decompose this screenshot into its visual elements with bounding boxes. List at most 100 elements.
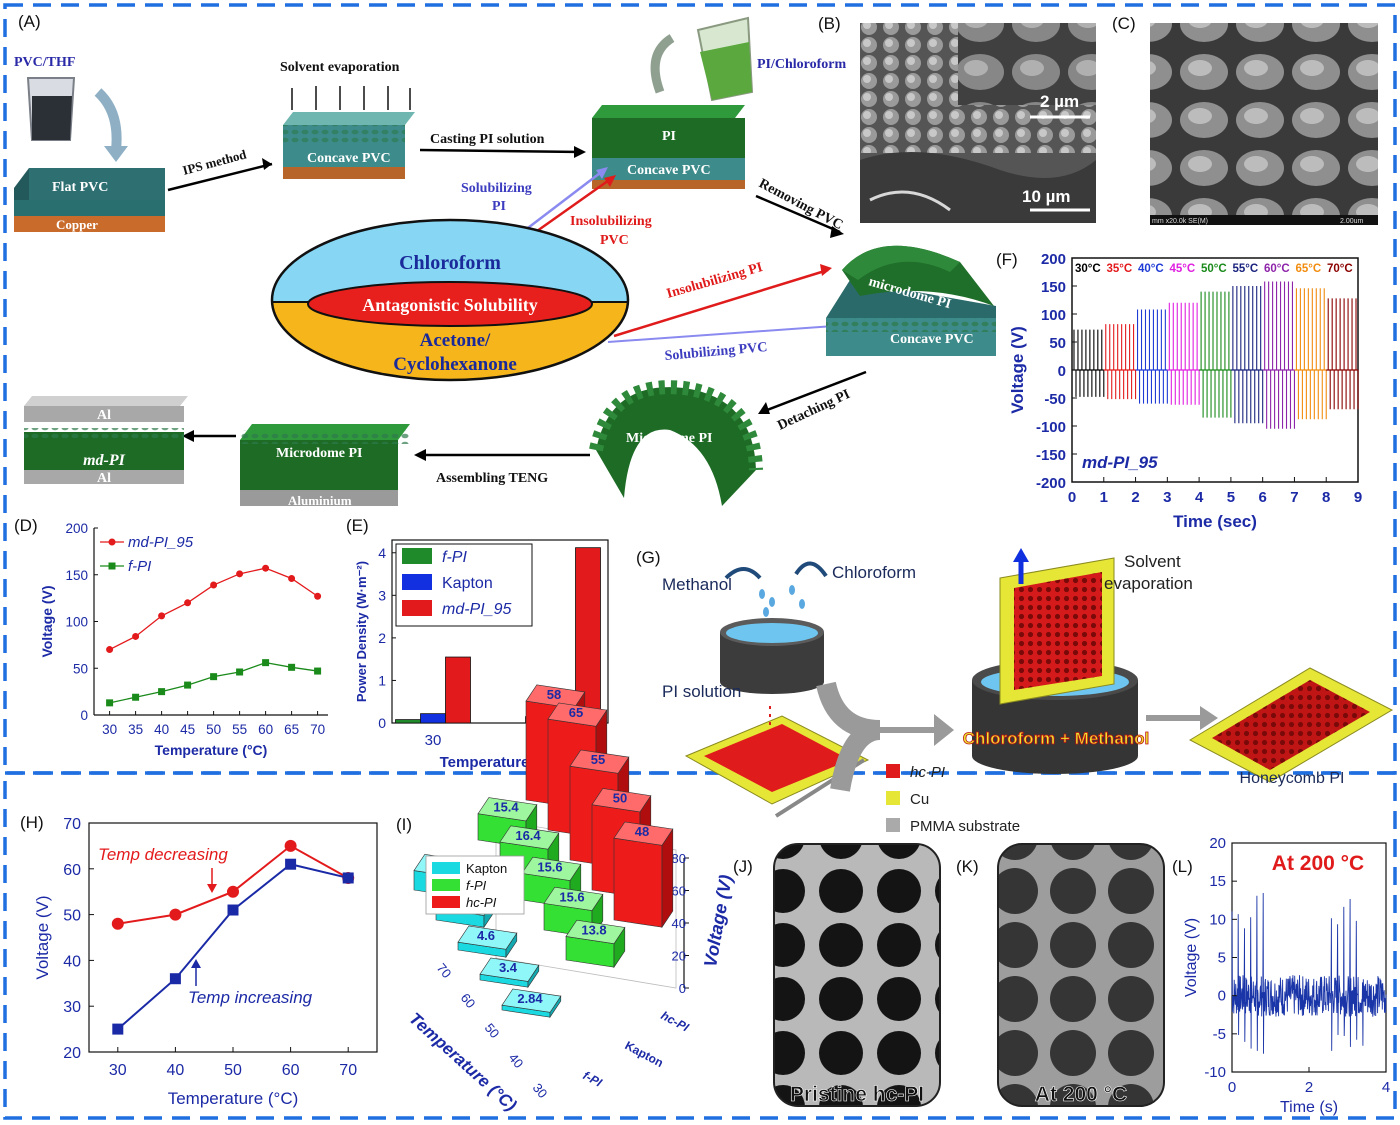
data-point-d (184, 599, 192, 607)
label-pi: PI (662, 129, 676, 144)
label-insolub-pi: Insolubilizing PI (665, 260, 764, 302)
bar-side-i (661, 828, 674, 929)
microdome-al-block (240, 424, 410, 506)
bar-i (479, 957, 540, 989)
axis-label-y-e: Power Density (W·m⁻²) (354, 561, 369, 702)
legend-swatch-e (402, 574, 432, 590)
axis-label-x-d: Temperature (°C) (155, 742, 268, 758)
arrow-ips-icon (167, 162, 273, 192)
annotation-decreasing: Temp decreasing (98, 845, 228, 864)
arrowhead-solub-pi-icon (596, 167, 608, 179)
bar-top-i (477, 797, 538, 822)
tick-label-x-i: 60 (458, 990, 479, 1011)
bar-top-i (457, 925, 518, 950)
sem-k-caption: At 200 °C (1035, 1083, 1127, 1106)
axis-label-x-l: Time (s) (1280, 1099, 1338, 1116)
data-point-h (284, 839, 297, 852)
label-concave-pvc-1: Concave PVC (307, 151, 391, 166)
tick-label-x-f: 2 (1131, 489, 1139, 506)
tick-label-z-i: 0 (679, 981, 686, 996)
beaker-pvc-icon (26, 77, 76, 141)
bar-i (457, 925, 518, 959)
data-point-h (111, 917, 124, 930)
label-cyclohexanone: Cyclohexanone (393, 354, 517, 375)
arrow-solub-pvc-icon (607, 325, 835, 343)
bar-top-i (499, 825, 560, 850)
tick-label-y-f: -50 (1044, 391, 1066, 408)
tick-label-x-h: 40 (167, 1062, 185, 1079)
merge-arrowhead-icon (934, 714, 954, 746)
legend-pmma: PMMA substrate (910, 818, 1020, 835)
bar-e (395, 719, 421, 724)
series-line-d (109, 567, 318, 651)
data-point-d (236, 668, 244, 676)
waveform-segment (1105, 324, 1137, 400)
label-chloroform: Chloroform (399, 252, 501, 274)
label-microdome-pi-al: Microdome PI (276, 446, 362, 461)
legend-item-f: 45°C (1170, 263, 1196, 275)
legend-item-f: 35°C (1107, 263, 1133, 275)
legend-swatch-e (402, 600, 432, 616)
tick-label-y-d: 150 (65, 568, 88, 583)
data-label-i: 15.6 (537, 859, 562, 874)
data-point-d (314, 592, 322, 600)
data-label-i: 16.4 (515, 828, 541, 843)
tick-label-y-h: 30 (63, 999, 81, 1016)
series-axis-label-i: Kapton (623, 1038, 666, 1070)
tick-label-x-d: 40 (154, 722, 169, 737)
waveform-segment (1168, 302, 1200, 405)
label-solvent-evaporation: Solvent evaporation (280, 60, 400, 75)
label-assembling: Assembling TENG (436, 471, 548, 486)
tick-label-x-i: 40 (506, 1050, 527, 1071)
data-point-h (227, 904, 239, 916)
waveform-segment (1200, 291, 1232, 418)
tick-label-x-d: 45 (180, 722, 195, 737)
bar-top-i (543, 886, 604, 911)
tick-label-x-h: 50 (224, 1062, 242, 1079)
data-point-d (184, 681, 192, 689)
data-point-h (112, 1023, 124, 1035)
honeycomb-result (1188, 667, 1394, 783)
pour-arrowhead-icon (104, 146, 128, 162)
tick-label-y-h: 40 (63, 953, 81, 970)
label-solub-pvc: Solubilizing PVC (664, 340, 768, 364)
evaporation-arrows-icon (291, 86, 411, 110)
label-acetone: Acetone/ (420, 330, 491, 351)
legend-item-f: 60°C (1264, 263, 1290, 275)
data-point-h (285, 858, 297, 870)
data-point-d (158, 688, 166, 696)
data-label-i: 55 (591, 752, 605, 767)
bar-top-i (569, 749, 630, 774)
data-label-i: 15.6 (559, 889, 584, 904)
legend-marker-d (108, 538, 116, 546)
tick-label-y-f: 50 (1049, 335, 1066, 352)
label-removing-pvc: Removing PVC (756, 176, 845, 233)
panel-label-b: (B) (818, 14, 841, 33)
data-point-d (210, 673, 218, 681)
tick-label-x-f: 4 (1195, 489, 1204, 506)
merge-arrow-bottom-icon (830, 720, 881, 792)
bar-top-i (591, 788, 652, 813)
tick-label-y-d: 50 (73, 661, 88, 676)
data-label-i: 2.84 (517, 991, 543, 1006)
legend-item-f: 30°C (1075, 263, 1101, 275)
bar-top-i (565, 919, 626, 944)
label-evaporation: evaporation (1104, 574, 1193, 593)
substrate-left (684, 715, 870, 818)
tick-label-y-d: 100 (65, 615, 88, 630)
bar-top-i (521, 856, 582, 881)
tick-label-x-d: 35 (128, 722, 143, 737)
tick-label-x-f: 0 (1068, 489, 1076, 506)
label-concave-pvc-3: Concave PVC (890, 332, 974, 347)
tick-label-x-d: 70 (310, 722, 325, 737)
legend-label-e: f-PI (442, 549, 467, 566)
arrow-detaching-icon (761, 370, 867, 414)
tick-label-z-i: 60 (672, 884, 686, 899)
pour-pi-arrow-icon (650, 34, 675, 94)
pi-on-pvc-block (592, 105, 745, 189)
arrow-removing-icon (755, 194, 841, 234)
tick-label-y-l: 10 (1209, 911, 1226, 928)
